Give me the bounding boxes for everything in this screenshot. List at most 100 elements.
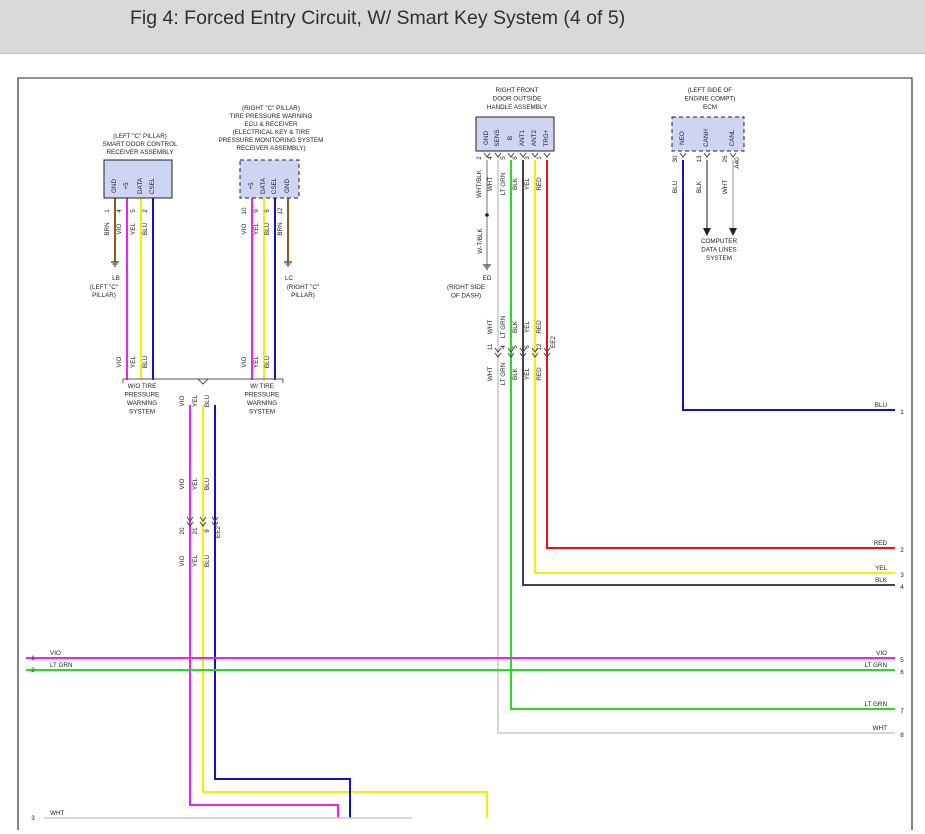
reference-number: 7 bbox=[900, 708, 904, 715]
wire-color-label: BLU bbox=[875, 402, 888, 409]
wire-color-label: BLU bbox=[204, 554, 211, 567]
wire-color-label: BLU bbox=[264, 355, 271, 368]
wire-color-label: LT GRN bbox=[864, 701, 887, 708]
reference-number: 5 bbox=[900, 657, 904, 664]
wire-color-label: BLK bbox=[875, 577, 888, 584]
wire-color-label: VIO bbox=[241, 223, 248, 234]
wire-color-label: BLU bbox=[204, 394, 211, 407]
pin-number: 5 bbox=[500, 156, 507, 160]
junction-label-right: WARNING bbox=[247, 400, 277, 407]
component-tire-pressure-ecu bbox=[239, 159, 300, 199]
ground-id: LC bbox=[285, 275, 294, 282]
pin-label: DATA bbox=[260, 177, 267, 194]
wire-color-label: WHT bbox=[487, 320, 494, 334]
pin-number: 6 bbox=[512, 156, 519, 160]
wire-color-label: RED bbox=[874, 540, 888, 547]
component-name-right-c: (ELECTRICAL KEY & TIRE bbox=[233, 129, 310, 136]
pin-number: 26 bbox=[722, 155, 729, 163]
connector-fork-icon bbox=[531, 347, 539, 353]
reference-number: 3 bbox=[31, 815, 35, 822]
component-name-ecm: (LEFT SIDE OF bbox=[688, 87, 732, 94]
pin-number: 5 bbox=[130, 209, 137, 213]
wire-yel-ant2 bbox=[534, 160, 895, 574]
pin-number: 9 bbox=[204, 529, 211, 533]
reference-number: 8 bbox=[900, 732, 904, 739]
component-name-left-c: SMART DOOR CONTROL bbox=[103, 141, 178, 148]
connector-fork-icon bbox=[186, 521, 194, 527]
connector-fork-icon bbox=[531, 352, 539, 358]
reference-number: 2 bbox=[31, 667, 35, 674]
connector-fork-icon bbox=[703, 152, 711, 158]
wire-color-label: BLU bbox=[672, 180, 679, 193]
component-name-door-handle: RIGHT FRONT bbox=[496, 87, 539, 94]
pin-label: SENS bbox=[494, 129, 501, 146]
wire-color-label: BRN bbox=[277, 222, 284, 236]
wire-color-label: WHT bbox=[722, 180, 729, 194]
pin-number: 9 bbox=[253, 209, 260, 213]
component-name-ecm: ECM bbox=[703, 104, 717, 111]
page-title: Fig 4: Forced Entry Circuit, W/ Smart Ke… bbox=[130, 7, 626, 29]
component-name-door-handle: DOOR OUTSIDE bbox=[493, 96, 542, 103]
junction-bracket bbox=[197, 378, 209, 385]
wire-color-label: YEL bbox=[130, 356, 137, 368]
wire-color-label: LT GRN bbox=[500, 362, 507, 385]
connector-fork-icon bbox=[211, 521, 219, 527]
pin-label: CANH bbox=[703, 129, 710, 147]
pin-label: CSEL bbox=[149, 177, 156, 194]
wire-color-label: YEL bbox=[192, 395, 199, 407]
wire-color-label: BLU bbox=[264, 222, 271, 235]
wire-blk-ant1 bbox=[522, 160, 895, 586]
connector-fork-icon bbox=[199, 516, 207, 522]
connector-fork-icon bbox=[729, 152, 737, 158]
diagram-frame bbox=[17, 77, 913, 830]
connector-fork-icon bbox=[543, 347, 551, 353]
wire-color-label: BLU bbox=[204, 477, 211, 490]
pin-label: CSEL bbox=[271, 177, 278, 194]
pin-number: 12 bbox=[277, 207, 284, 215]
wire-color-label: VIO bbox=[241, 356, 248, 367]
pin-label: NEO bbox=[679, 131, 686, 145]
wire-color-label: RED bbox=[536, 177, 543, 191]
wire-color-label: VIO bbox=[179, 555, 186, 566]
splice-dot-icon bbox=[485, 213, 489, 217]
wire-blu-trunk bbox=[214, 405, 351, 818]
pin-number: 1 bbox=[104, 209, 111, 213]
component-name-left-c: RECEIVER ASSEMBLY bbox=[106, 149, 174, 156]
junction-label-left: W/O TIRE bbox=[128, 383, 157, 390]
arrow-destination: SYSTEM bbox=[706, 255, 732, 262]
component-name-right-c: (RIGHT "C" PILLAR) bbox=[242, 105, 300, 112]
wire-color-label: BLK bbox=[512, 320, 519, 333]
wire-color-label: WHT bbox=[487, 177, 494, 191]
connector-fork-icon bbox=[211, 516, 219, 522]
wire-color-label: YEL bbox=[524, 368, 531, 380]
junction-label-left: SYSTEM bbox=[129, 409, 155, 416]
reference-number: 1 bbox=[900, 409, 904, 416]
title-bar: Fig 4: Forced Entry Circuit, W/ Smart Ke… bbox=[0, 0, 925, 54]
wire-color-label: YEL bbox=[524, 321, 531, 333]
connector-id: EE2 bbox=[215, 526, 222, 538]
reference-number: 4 bbox=[900, 584, 904, 591]
junction-bracket bbox=[122, 378, 284, 383]
wire-color-label: LT GRN bbox=[50, 662, 73, 669]
pin-number: 21 bbox=[192, 527, 199, 535]
pin-label: TRG+ bbox=[543, 129, 550, 146]
connector-fork-icon bbox=[507, 347, 515, 353]
wire-color-label: BLK bbox=[512, 367, 519, 380]
wire-color-label: YEL bbox=[130, 223, 137, 235]
pin-number: 11 bbox=[487, 343, 494, 350]
wire-color-label: VIO bbox=[179, 395, 186, 406]
connector-fork-icon bbox=[519, 347, 527, 353]
wire-ltgrn-b bbox=[510, 160, 895, 710]
ground-location: (RIGHT "C" bbox=[287, 284, 319, 291]
wire-color-label: BLU bbox=[142, 222, 149, 235]
component-ecm bbox=[671, 116, 745, 152]
wire-color-label: YEL bbox=[253, 223, 260, 235]
connector-fork-icon bbox=[483, 152, 491, 158]
wire-vio-trunk bbox=[189, 405, 339, 818]
component-name-door-handle: HANDLE ASSEMBLY bbox=[487, 104, 548, 111]
component-name-right-c: ECU & RECEIVER bbox=[244, 121, 298, 128]
connector-fork-icon bbox=[519, 152, 527, 158]
pin-label: GND bbox=[483, 131, 490, 145]
pin-number: 4 bbox=[487, 156, 494, 160]
